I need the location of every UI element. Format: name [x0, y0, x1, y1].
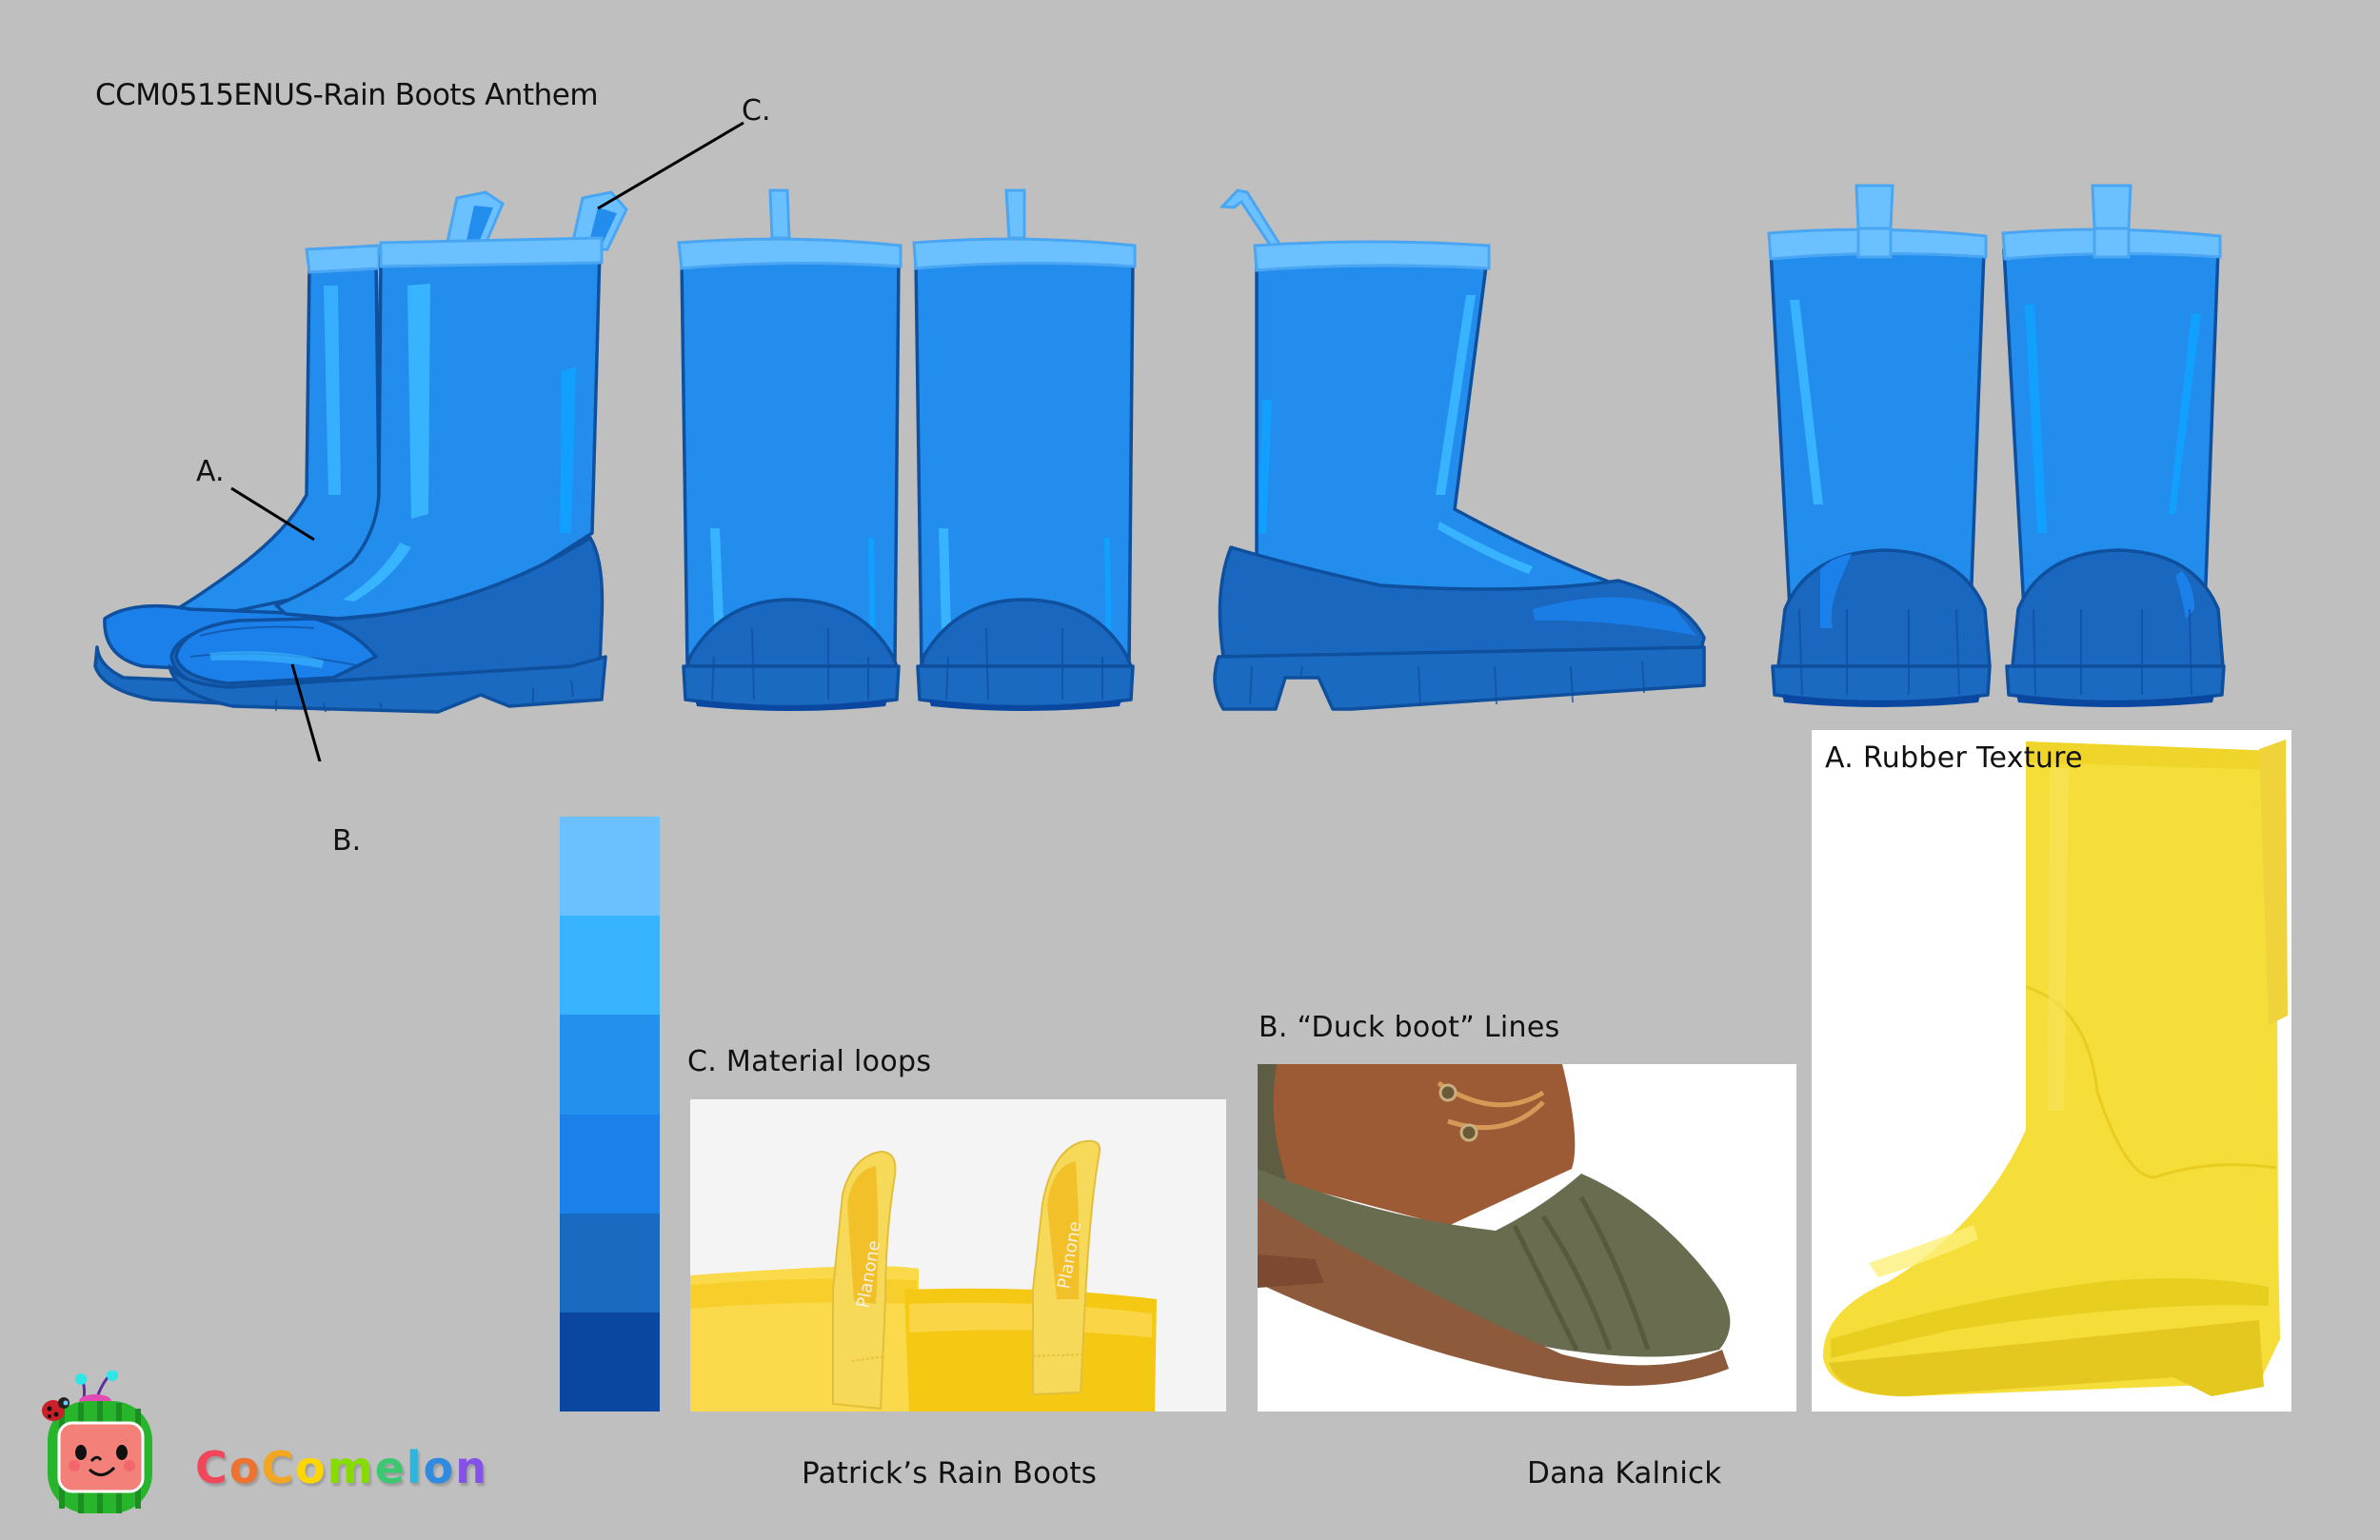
- duck-boot-photo: [1258, 1064, 1796, 1412]
- swatch-4: [560, 1114, 660, 1214]
- wordmark-letter: l: [406, 1442, 424, 1493]
- material-loops-caption: Patrick’s Rain Boots: [802, 1456, 1098, 1491]
- wordmark-letter: e: [374, 1442, 407, 1493]
- boot-back-pair: [1767, 184, 2226, 707]
- material-loops-photo: Planone Planone: [690, 1099, 1226, 1412]
- boot-turnaround: .ol { stroke:#0e4f9e; stroke-width:3.5; …: [93, 121, 2226, 761]
- wordmark-letter: m: [327, 1442, 375, 1493]
- callout-a-label: A.: [196, 455, 225, 488]
- rubber-texture-label: A. Rubber Texture: [1825, 741, 2083, 775]
- duck-boot-caption: Dana Kalnick: [1527, 1456, 1722, 1491]
- swatch-5: [560, 1213, 660, 1313]
- wordmark-letter: n: [455, 1442, 489, 1493]
- swatch-1: [560, 817, 660, 917]
- swatch-6: [560, 1312, 660, 1412]
- boot-three-quarter-pair: [93, 121, 744, 761]
- boot-side: [1213, 188, 1706, 711]
- yellow-rain-boot-image: [1822, 740, 2288, 1396]
- duck-boot-label: B. “Duck boot” Lines: [1259, 1011, 1560, 1044]
- swatch-2: [560, 916, 660, 1016]
- swatch-3: [560, 1015, 660, 1115]
- watermelon-mascot-icon: [42, 1370, 152, 1513]
- rubber-texture-photo: A. Rubber Texture: [1812, 730, 2291, 1412]
- material-loops-label: C. Material loops: [687, 1045, 932, 1078]
- yellow-boot-loops-image: Planone Planone: [690, 1139, 1157, 1412]
- cocomelon-mascot-logo: [38, 1370, 171, 1518]
- boot-front-pair: [677, 188, 1137, 711]
- wordmark-letter: C: [261, 1442, 296, 1493]
- callout-c-label: C.: [742, 94, 771, 128]
- page-title: CCM0515ENUS-Rain Boots Anthem: [95, 78, 599, 112]
- wordmark-letter: o: [423, 1442, 456, 1493]
- wordmark-letter: o: [295, 1442, 327, 1493]
- wordmark-letter: C: [195, 1442, 229, 1493]
- wordmark-letter: o: [228, 1442, 262, 1493]
- color-palette: [560, 817, 660, 1412]
- cocomelon-wordmark: CoComelon: [195, 1442, 488, 1493]
- callout-b-label: B.: [332, 824, 362, 858]
- duck-boot-image: [1258, 1064, 1731, 1386]
